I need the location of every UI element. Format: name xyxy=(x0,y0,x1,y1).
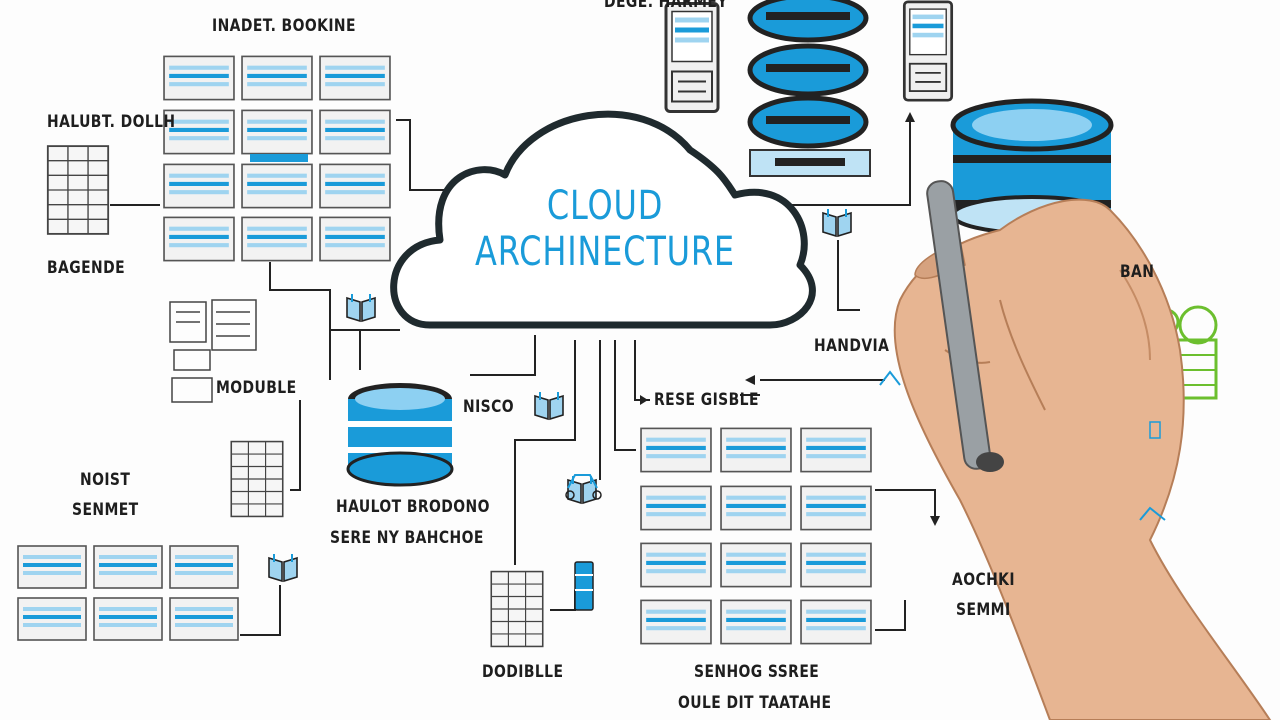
label-host-set-line1: NOIST xyxy=(80,470,131,490)
cloud-title-line1: CLOUD xyxy=(546,183,664,229)
mobile-device-icon xyxy=(664,1,720,114)
label-modules: MODUBLE xyxy=(216,378,297,398)
label-top-center-rack: DEGE. HARMEY xyxy=(604,0,728,12)
arrowheads xyxy=(640,112,940,526)
storage-rack-icon xyxy=(490,570,544,648)
label-left-server: HALUBT. DOLLH xyxy=(47,112,176,132)
database-icon xyxy=(346,381,454,487)
book-icon xyxy=(822,208,852,237)
label-rese-gisble: RESE GISBLE xyxy=(654,390,759,410)
label-rack-bottom: DODIBLLE xyxy=(482,662,564,682)
label-top-left-rack: INADET. BOOKINE xyxy=(212,16,356,36)
hand-with-marker xyxy=(893,180,1272,720)
label-storage-line2: SERE NY BAHCHOE xyxy=(330,528,484,548)
label-left-server-bottom: BAGENDE xyxy=(47,258,126,278)
label-storage-line1: HAULOT BRODONO xyxy=(336,497,490,517)
bottom-left-server-rack xyxy=(17,545,239,641)
book-icon xyxy=(268,553,298,582)
label-service-line1: SENHOG SSREE xyxy=(694,662,820,682)
label-host-set-line2: SENMET xyxy=(72,500,139,520)
module-sketch-icon xyxy=(169,299,257,403)
rack-tall-icon xyxy=(230,440,284,518)
label-right-mid: HANDVIA xyxy=(814,336,890,356)
label-service-line2: OULE DIT TAATAHE xyxy=(678,693,832,713)
top-left-server-rack xyxy=(163,55,391,262)
label-right-lower-line2: SEMMI xyxy=(956,600,1011,620)
label-nisco: NISCO xyxy=(463,397,515,417)
cloud-title-line2: ARCHINECTURE xyxy=(475,229,735,275)
mobile-device-icon xyxy=(902,0,954,102)
label-right-lower-line1: AOCHKI xyxy=(952,570,1015,590)
battery-icon xyxy=(574,561,594,611)
left-building-icon xyxy=(46,145,110,235)
label-right-edge: BAN xyxy=(1120,262,1155,282)
bottom-center-server-rack xyxy=(640,427,872,645)
database-stack-icon xyxy=(747,0,871,177)
book-icon xyxy=(534,391,564,420)
network-node-icons xyxy=(565,370,1166,521)
book-icon xyxy=(346,293,376,322)
cloud-shape xyxy=(390,110,816,329)
